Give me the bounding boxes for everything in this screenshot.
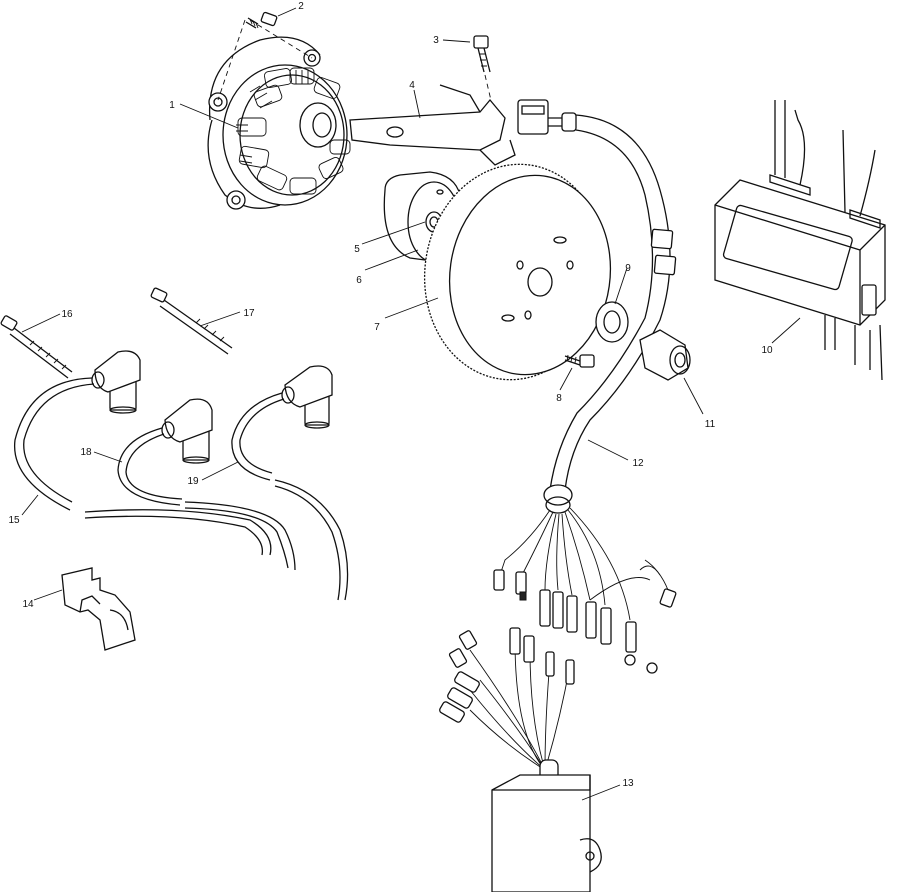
callout-19: 19 xyxy=(187,476,199,487)
screw-2 xyxy=(245,11,278,29)
callout-5: 5 xyxy=(354,244,360,255)
bracket-4 xyxy=(349,84,516,166)
harness-wires xyxy=(499,507,669,621)
part-16 xyxy=(0,315,73,379)
callout-2: 2 xyxy=(298,1,304,12)
lead-tails xyxy=(84,479,349,601)
callout-15: 15 xyxy=(8,515,20,526)
harness-terminals xyxy=(493,569,677,674)
plug-lead-18 xyxy=(117,398,213,506)
washer-9 xyxy=(595,301,629,343)
callout-13: 13 xyxy=(622,778,634,789)
part-17 xyxy=(150,287,233,355)
harness-cable-12 xyxy=(543,114,677,514)
callout-1: 1 xyxy=(169,100,175,111)
callout-3: 3 xyxy=(433,35,439,46)
bolt-8 xyxy=(564,354,595,368)
connector-top xyxy=(517,99,577,135)
callout-17: 17 xyxy=(243,308,255,319)
plug-lead-15 xyxy=(13,350,141,511)
nut-11 xyxy=(639,329,691,381)
callout-14: 14 xyxy=(22,599,34,610)
clip-14 xyxy=(61,567,136,651)
plug-lead-19 xyxy=(231,365,333,481)
connector-block-13 xyxy=(491,759,602,892)
callout-16: 16 xyxy=(61,309,73,320)
callout-8: 8 xyxy=(556,393,562,404)
flywheel-7 xyxy=(423,163,612,381)
lower-wire-bundle xyxy=(469,639,571,771)
callout-4: 4 xyxy=(409,80,415,91)
stator-assembly xyxy=(207,19,351,210)
callout-12: 12 xyxy=(632,458,644,469)
callout-labels: 1 2 3 4 5 6 7 8 9 10 11 12 13 14 15 16 1… xyxy=(8,1,773,789)
callout-10: 10 xyxy=(761,345,773,356)
callout-9: 9 xyxy=(625,263,631,274)
leader-lines xyxy=(21,7,801,801)
lower-terminals xyxy=(439,627,575,723)
screw-3 xyxy=(473,35,499,131)
callout-18: 18 xyxy=(80,447,92,458)
callout-11: 11 xyxy=(705,419,716,430)
callout-7: 7 xyxy=(374,322,380,333)
callout-6: 6 xyxy=(356,275,362,286)
regulator-10 xyxy=(714,100,886,381)
